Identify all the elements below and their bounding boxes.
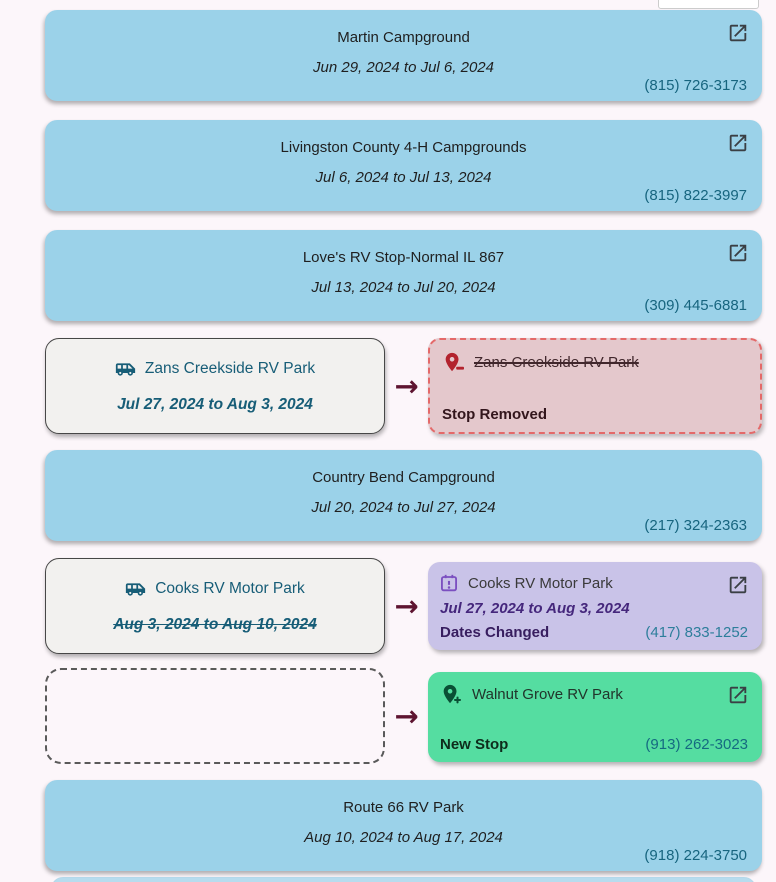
dates-changed-stop-card: Cooks RV Motor Park Jul 27, 2024 to Aug … [428,562,762,650]
previous-stop-name: Zans Creekside RV Park [144,360,316,377]
previous-stop-card: Cooks RV Motor Park Aug 3, 2024 to Aug 1… [45,558,385,654]
change-arrow: → [385,558,428,654]
open-in-new-icon[interactable] [727,574,749,596]
stop-name: Livingston County 4-H Campgrounds [280,139,527,156]
partial-next-stop-card [51,877,756,882]
stop-dates: Jul 20, 2024 to Jul 27, 2024 [311,499,496,516]
location-add-icon [439,683,463,705]
change-arrow: → [385,338,428,434]
previous-stop-dates: Aug 3, 2024 to Aug 10, 2024 [113,615,317,633]
removed-stop-card: Zans Creekside RV Park Stop Removed [428,338,762,434]
removed-stop-name: Zans Creekside RV Park [474,353,639,371]
stop-card-livingston-county: Livingston County 4-H Campgrounds Jul 6,… [45,120,762,211]
arrow-right-icon: → [394,368,419,403]
changed-stop-name: Cooks RV Motor Park [468,574,613,592]
open-in-new-icon[interactable] [727,242,749,264]
open-in-new-icon[interactable] [727,22,749,44]
stop-card-country-bend: Country Bend Campground Jul 20, 2024 to … [45,450,762,541]
status-badge: Dates Changed [440,624,550,641]
new-stop-name: Walnut Grove RV Park [472,685,623,703]
change-row-walnut-grove: → Walnut Grove RV Park New Stop (913) 26… [45,668,762,764]
changed-stop-dates: Jul 27, 2024 to Aug 3, 2024 [440,600,630,617]
phone-link[interactable]: (918) 224-3750 [644,847,747,864]
previous-stop-name: Cooks RV Motor Park [155,580,305,597]
location-remove-icon [441,351,465,373]
partial-card-above [658,0,759,9]
change-arrow: → [385,668,428,764]
phone-link[interactable]: (309) 445-6881 [644,297,747,314]
stop-name: Route 66 RV Park [343,799,464,816]
previous-stop-card: Zans Creekside RV Park Jul 27, 2024 to A… [45,338,385,434]
phone-link[interactable]: (417) 833-1252 [645,624,748,641]
rv-icon [115,359,136,380]
stop-card-loves-rv-stop: Love's RV Stop-Normal IL 867 Jul 13, 202… [45,230,762,321]
previous-stop-dates: Jul 27, 2024 to Aug 3, 2024 [117,395,313,413]
change-row-zans-creekside: Zans Creekside RV Park Jul 27, 2024 to A… [45,338,762,434]
calendar-alert-icon [439,573,459,593]
stop-card-martin-campground: Martin Campground Jun 29, 2024 to Jul 6,… [45,10,762,101]
change-row-cooks-rv: Cooks RV Motor Park Aug 3, 2024 to Aug 1… [45,558,762,654]
phone-link[interactable]: (217) 324-2363 [644,517,747,534]
stop-dates: Aug 10, 2024 to Aug 17, 2024 [304,829,503,846]
arrow-right-icon: → [394,588,419,623]
stop-dates: Jul 13, 2024 to Jul 20, 2024 [311,279,496,296]
open-in-new-icon[interactable] [727,684,749,706]
status-badge: New Stop [440,736,509,753]
phone-link[interactable]: (815) 726-3173 [644,77,747,94]
stop-card-route-66: Route 66 RV Park Aug 10, 2024 to Aug 17,… [45,780,762,871]
phone-link[interactable]: (815) 822-3997 [644,187,747,204]
rv-icon [125,579,146,600]
phone-link[interactable]: (913) 262-3023 [645,736,748,753]
open-in-new-icon[interactable] [727,132,749,154]
stop-name: Love's RV Stop-Normal IL 867 [302,249,505,266]
empty-previous-stop-placeholder [45,668,385,764]
stop-dates: Jun 29, 2024 to Jul 6, 2024 [313,59,494,76]
arrow-right-icon: → [394,698,419,733]
stop-dates: Jul 6, 2024 to Jul 13, 2024 [315,169,492,186]
status-badge: Stop Removed [442,406,548,423]
stop-name: Martin Campground [337,29,470,46]
stop-name: Country Bend Campground [312,469,495,486]
new-stop-card: Walnut Grove RV Park New Stop (913) 262-… [428,672,762,762]
